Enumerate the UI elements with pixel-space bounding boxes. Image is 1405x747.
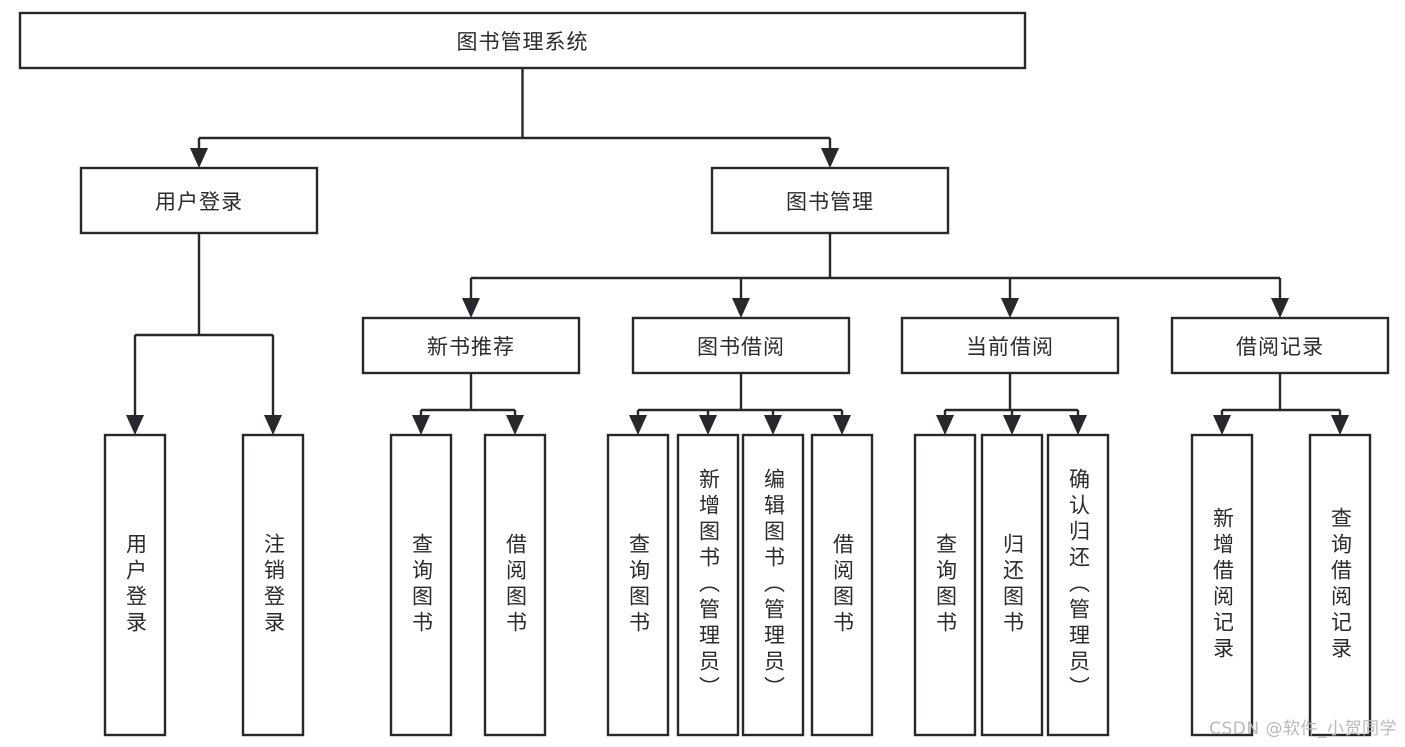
arrow-head-icon xyxy=(1003,415,1021,435)
node-borrow-record[interactable] xyxy=(1170,316,1390,375)
watermark: CSDN @软件_小贺同学 xyxy=(1209,719,1397,739)
arrow-head-icon xyxy=(462,298,480,318)
arrow-head-icon xyxy=(1001,298,1019,318)
node-book-management[interactable] xyxy=(710,166,950,235)
node-br-query-record[interactable] xyxy=(1308,433,1372,737)
arrow-head-icon xyxy=(506,415,524,435)
node-nbr-borrow-book[interactable] xyxy=(483,433,547,737)
arrow-head-icon xyxy=(629,415,647,435)
node-cb-confirm-return[interactable] xyxy=(1046,433,1110,737)
node-user-logout[interactable] xyxy=(241,433,305,737)
arrow-head-icon xyxy=(190,148,208,168)
arrow-head-icon xyxy=(1331,415,1349,435)
node-bb-edit-book[interactable] xyxy=(741,433,805,737)
arrow-head-icon xyxy=(732,298,750,318)
arrow-head-icon xyxy=(833,415,851,435)
arrow-head-icon xyxy=(936,415,954,435)
node-br-add-record[interactable] xyxy=(1190,433,1254,737)
node-cb-query-book[interactable] xyxy=(913,433,977,737)
node-root[interactable] xyxy=(18,11,1027,70)
node-bb-query-book[interactable] xyxy=(606,433,670,737)
arrow-head-icon xyxy=(699,415,717,435)
arrow-head-icon xyxy=(821,148,839,168)
node-bb-borrow-book[interactable] xyxy=(810,433,874,737)
node-current-borrow[interactable] xyxy=(900,316,1120,375)
node-book-borrow[interactable] xyxy=(631,316,851,375)
arrow-head-icon xyxy=(764,415,782,435)
arrow-head-icon xyxy=(1069,415,1087,435)
arrow-head-icon xyxy=(264,415,282,435)
nodes-layer xyxy=(18,11,1390,737)
node-new-book-recommend[interactable] xyxy=(361,316,581,375)
edges-layer xyxy=(126,68,1349,435)
node-cb-return-book[interactable] xyxy=(980,433,1044,737)
arrow-head-icon xyxy=(1213,415,1231,435)
arrow-head-icon xyxy=(1271,298,1289,318)
arrow-head-icon xyxy=(412,415,430,435)
node-nbr-query-book[interactable] xyxy=(389,433,453,737)
node-user-login[interactable] xyxy=(79,166,319,235)
arrow-head-icon xyxy=(126,415,144,435)
node-user-login-do[interactable] xyxy=(103,433,167,737)
node-bb-add-book[interactable] xyxy=(676,433,740,737)
